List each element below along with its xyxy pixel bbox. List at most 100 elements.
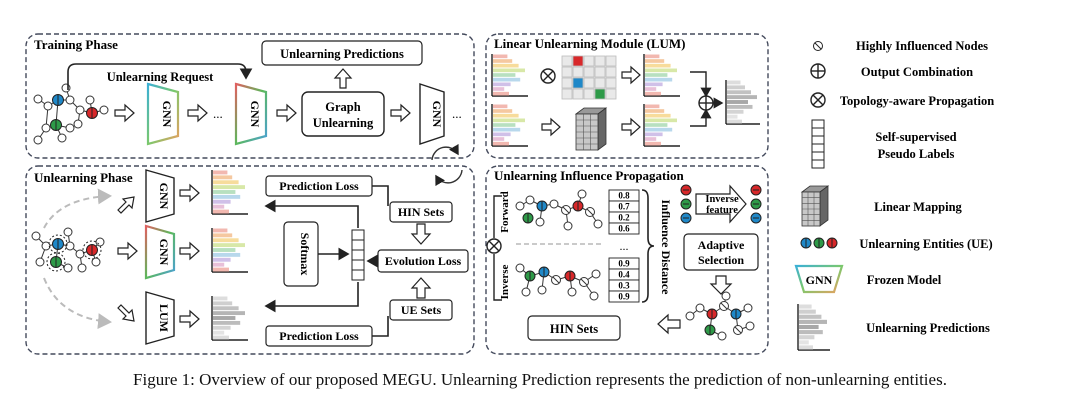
unlearning-histogram-middle xyxy=(211,228,248,273)
uip-propagation-symbol xyxy=(486,238,502,254)
adaptive-selection-box xyxy=(683,233,759,271)
graph-unlearning-line2: Unlearning xyxy=(313,116,374,130)
unlearning-hin-sets-label: HIN Sets xyxy=(398,205,445,219)
uip-forward-graph xyxy=(515,189,603,231)
megu-overview-diagram: Training Phase Unlearning Phase Linear U… xyxy=(25,33,994,355)
unlearning-request-arrow xyxy=(67,63,253,90)
output-combination-icon xyxy=(810,63,826,79)
training-gnn-label-final: GNN xyxy=(430,101,444,128)
prediction-loss-top-label: Prediction Loss xyxy=(279,179,359,193)
lum-flow-arrows xyxy=(541,65,641,137)
uip-output-graph xyxy=(685,291,755,341)
uip-score-dots: ... xyxy=(620,239,629,253)
softmax-loop-lines xyxy=(264,185,389,337)
unlearning-dashed-arrows xyxy=(43,188,112,330)
uip-inverse-entities xyxy=(524,266,576,282)
uip-forward-label: Forward xyxy=(499,191,511,233)
prediction-loss-bottom-label: Prediction Loss xyxy=(279,329,359,343)
unlearning-input-graph xyxy=(31,227,105,273)
evolution-loss-label: Evolution Loss xyxy=(385,254,462,268)
legend-self-supervised-line2: Pseudo Labels xyxy=(878,147,955,161)
training-ellipsis-1: ... xyxy=(213,106,223,121)
training-gnn-block-2: GNN xyxy=(234,82,268,146)
training-unlearning-predictions-box xyxy=(261,40,423,66)
lum-histogram-mid-bottom xyxy=(643,104,680,147)
figure-caption: Figure 1: Overview of our proposed MEGU.… xyxy=(133,370,947,389)
evolution-loss-box xyxy=(377,249,469,273)
unlearning-gnn-colored-label: GNN xyxy=(157,239,171,266)
lum-histogram-input-bottom xyxy=(491,104,528,147)
legend-gnn-box-label: GNN xyxy=(806,273,833,287)
uip-output-entities xyxy=(704,308,742,336)
score-value: 0.2 xyxy=(618,213,630,223)
uip-inverse-score-table: 0.90.40.30.9 xyxy=(608,257,640,303)
topology-propagation-icon xyxy=(810,92,826,108)
legend-output-combination: Output Combination xyxy=(861,65,973,79)
lum-output-combination-symbol xyxy=(690,71,724,127)
training-ellipsis-2: ... xyxy=(452,106,462,121)
graph-unlearning-box xyxy=(301,91,385,137)
unlearning-entities-icon xyxy=(800,237,838,249)
phase-cycle-icon xyxy=(431,143,463,187)
uip-adaptive-down-arrow xyxy=(709,275,733,295)
unlearning-entities-graph xyxy=(46,234,102,272)
ue-sets-label: UE Sets xyxy=(401,303,442,317)
unlearning-gnn-colored: GNN xyxy=(144,224,176,280)
uip-title: Unlearning Influence Propagation xyxy=(494,168,684,183)
score-cell xyxy=(608,222,640,235)
lum-linear-mapping-block xyxy=(574,107,608,151)
unlearning-lum: LUM xyxy=(145,291,175,345)
unlearning-gnn-frozen-label: GNN xyxy=(157,183,171,210)
uip-forward-entities xyxy=(522,200,584,224)
training-unlearning-entities xyxy=(50,94,98,131)
training-gnn-label-1: GNN xyxy=(160,101,174,128)
uip-forward-score-table: 0.80.70.20.6 xyxy=(608,189,640,235)
legend-unlearning-predictions: Unlearning Predictions xyxy=(866,321,990,335)
uip-inverse-feature-nodes xyxy=(680,184,762,224)
ue-sets-box xyxy=(389,299,453,321)
softmax-label: Softmax xyxy=(298,233,312,276)
training-gnn-block-1: GNN xyxy=(146,82,180,146)
uip-hin-sets-label: HIN Sets xyxy=(550,322,598,336)
score-value: 0.3 xyxy=(618,281,630,291)
unlearning-predictions-icon xyxy=(797,304,830,351)
unlearning-hin-sets-box xyxy=(389,201,453,223)
uip-hin-left-arrow xyxy=(657,313,681,335)
score-value: 0.6 xyxy=(618,224,630,234)
uip-inverse-feature-line1: Inverse xyxy=(705,194,739,205)
adaptive-selection-line1: Adaptive xyxy=(698,238,745,252)
legend-topology-propagation: Topology-aware Propagation xyxy=(840,94,994,108)
unlearning-flow-arrows xyxy=(117,183,200,329)
score-value: 0.8 xyxy=(618,191,630,201)
unlearning-phase-panel xyxy=(25,165,475,355)
unlearning-lum-label: LUM xyxy=(157,304,171,332)
lum-topology-propagation-symbol xyxy=(540,68,556,84)
training-gnn-block-final: GNN xyxy=(419,83,445,145)
legend-self-supervised-line1: Self-supervised xyxy=(875,130,956,144)
lum-title: Linear Unlearning Module (LUM) xyxy=(494,36,686,51)
legend-unlearning-entities: Unlearning Entities (UE) xyxy=(859,237,992,251)
adaptive-selection-line2: Selection xyxy=(698,253,744,267)
unlearning-histogram-top xyxy=(211,170,248,215)
linear-mapping-icon xyxy=(800,185,830,227)
lum-histogram-mid-top xyxy=(643,54,680,97)
frozen-model-icon: GNN xyxy=(794,264,844,294)
uip-panel xyxy=(485,165,769,355)
unlearning-histogram-bottom xyxy=(211,296,248,341)
uip-inverse-graph xyxy=(515,263,601,301)
uip-influence-brace xyxy=(641,189,655,303)
lum-histogram-output xyxy=(725,80,760,125)
highly-influenced-icon xyxy=(813,41,823,51)
legend-highly-influenced: Highly Influenced Nodes xyxy=(856,39,988,53)
uip-inverse-feature-arrow xyxy=(695,184,747,224)
lum-histogram-input-top xyxy=(491,54,528,97)
score-value: 0.4 xyxy=(618,270,630,280)
evolution-arrows xyxy=(366,223,432,299)
training-gnn-label-2: GNN xyxy=(248,101,262,128)
lum-panel xyxy=(485,33,769,159)
score-value: 0.7 xyxy=(618,202,630,212)
uip-inverse-label: Inverse xyxy=(499,264,511,299)
pseudo-labels-icon xyxy=(811,119,825,169)
unlearning-request-label: Unlearning Request xyxy=(107,70,214,84)
score-value: 0.9 xyxy=(618,292,630,302)
